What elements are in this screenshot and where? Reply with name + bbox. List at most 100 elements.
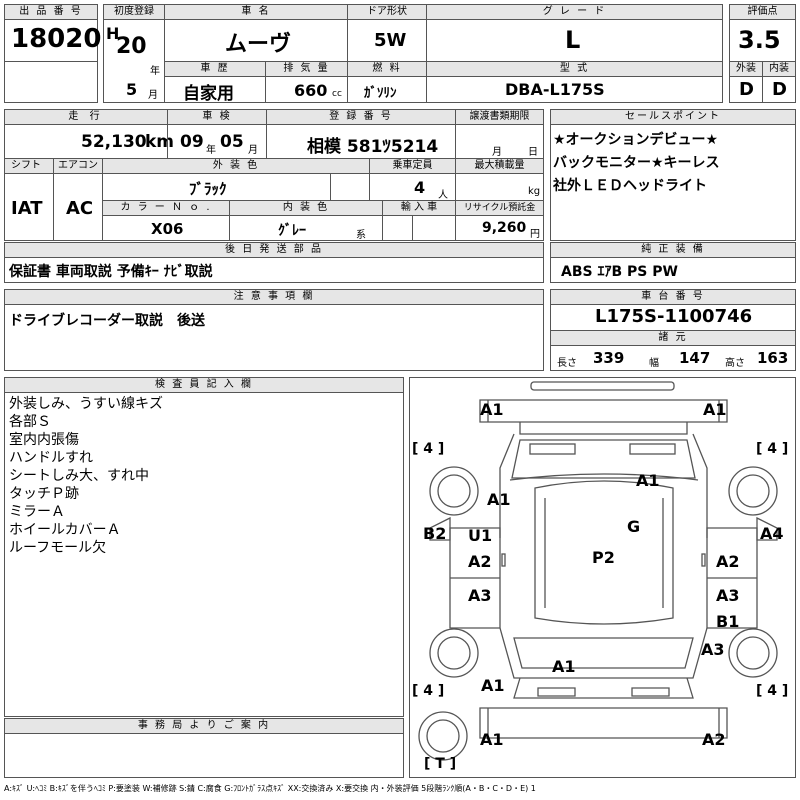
plate-label: 登 録 番 号 <box>266 109 456 125</box>
mark-sill-left: B2 <box>423 524 447 543</box>
maxload-unit: kg <box>528 186 541 197</box>
door-label: ドア形状 <box>347 4 427 20</box>
mileage-unit: km <box>145 132 175 152</box>
maxload-cell: kg <box>455 173 544 201</box>
equip-text: ABS ｴｱB PS PW <box>561 264 678 280</box>
spare-tire: [ T ] <box>424 756 457 772</box>
transfer-month-unit: 月 <box>492 147 502 158</box>
inspector-label: 検 査 員 記 入 欄 <box>4 377 404 393</box>
int-grade-cell: D <box>762 76 796 103</box>
ac-cell: AC <box>53 173 103 241</box>
header-block <box>4 4 796 103</box>
score-label: 評価点 <box>729 4 796 20</box>
fuel-cell: ｶﾞｿﾘﾝ <box>347 76 427 103</box>
remark-line-4: ハンドルすれ <box>9 450 93 466</box>
fuel-label: 燃 料 <box>347 61 427 77</box>
displacement-cell: 660 cc <box>265 76 348 103</box>
mark-front-left: A1 <box>480 400 504 419</box>
first-reg-label: 初度登録 <box>103 4 165 20</box>
color: ﾌﾞﾗｯｸ <box>189 180 227 198</box>
lot-no: 18020 <box>11 24 102 54</box>
lot-no-cell: 18020 <box>4 19 102 62</box>
recycle: 9,260 <box>482 220 527 236</box>
plate: 相模 581ﾂ5214 <box>307 137 439 157</box>
equip-cell: ABS ｴｱB PS PW <box>550 257 796 283</box>
year: 20 <box>116 34 147 59</box>
mark-fender-left: A1 <box>487 490 511 509</box>
model-label: 型 式 <box>426 61 723 77</box>
colorno: X06 <box>151 220 184 238</box>
door: 5W <box>374 30 407 51</box>
recycle-cell: 9,260 円 <box>455 215 544 241</box>
notes-label: 注 意 事 項 欄 <box>4 289 544 305</box>
first-reg-cell: H 20 年 5 月 <box>103 19 165 103</box>
remark-line-8: ホイールカバーＡ <box>9 522 121 538</box>
tire-rl: [ 4 ] <box>412 683 445 699</box>
recycle-label: リサイクル預託金 <box>455 200 544 216</box>
inspection-label: 車 検 <box>167 109 267 125</box>
remark-line-2: 各部Ｓ <box>9 414 51 430</box>
model: DBA-L175S <box>505 80 605 99</box>
capacity: 4 <box>414 178 426 197</box>
grade-label: グ レ ー ド <box>426 4 723 20</box>
mark-trunk: A1 <box>552 657 576 676</box>
import-cell-divider <box>412 215 456 241</box>
transfer-label: 譲渡書類期限 <box>455 109 544 125</box>
length-label: 長さ <box>557 358 577 369</box>
width-label: 幅 <box>649 358 659 369</box>
sales-line-1: ★オークションデビュー★ <box>553 132 719 148</box>
office-cell <box>4 733 404 778</box>
int-grade: D <box>772 79 787 100</box>
spec-label: 諸 元 <box>550 330 796 346</box>
import-label: 輸 入 車 <box>382 200 456 216</box>
mileage-label: 走 行 <box>4 109 168 125</box>
history-cell: 自家用 <box>164 76 266 104</box>
mark-door-rl: A2 <box>468 552 492 571</box>
mileage: 52,130 <box>81 132 147 152</box>
spec-cell: 長さ 339 幅 147 高さ 163 <box>550 345 796 371</box>
insp-month-unit: 月 <box>248 145 258 156</box>
chassis-label: 車 台 番 号 <box>550 289 796 305</box>
shift: IAT <box>11 198 43 219</box>
fuel: ｶﾞｿﾘﾝ <box>364 86 397 101</box>
recycle-unit: 円 <box>530 229 540 240</box>
remark-line-3: 室内内張傷 <box>9 432 79 448</box>
remark-line-6: タッチＰ跡 <box>9 486 79 502</box>
mark-roof: P2 <box>592 548 615 567</box>
model-cell: DBA-L175S <box>426 76 723 103</box>
colorno-cell: X06 <box>102 215 230 241</box>
color-label: 外 装 色 <box>102 158 370 174</box>
mileage-cell: 52,130 km <box>4 124 174 159</box>
sales-cell: ★オークションデビュー★ バックモニター★キーレス 社外ＬＥＤヘッドライト <box>550 124 796 241</box>
sales-label: セールスポイント <box>550 109 796 125</box>
mark-quarter-right: A3 <box>716 586 740 605</box>
tire-rr: [ 4 ] <box>756 683 789 699</box>
width: 147 <box>679 349 711 367</box>
later-text: 保証書 車両取説 予備ｷｰ ﾅﾋﾞ取説 <box>9 264 213 280</box>
mark-quarter-left: A3 <box>468 586 492 605</box>
mark-glass: G <box>627 517 641 536</box>
ac: AC <box>66 198 94 219</box>
shift-label: シフト <box>4 158 54 174</box>
score: 3.5 <box>738 26 781 54</box>
inspection-cell: 09 年 05 月 <box>167 124 267 159</box>
interior-cell: ｸﾞﾚｰ 系 <box>229 215 383 241</box>
mark-pillar-right: A4 <box>760 524 784 543</box>
chassis-cell: L175S-1100746 <box>550 304 796 331</box>
insp-year: 09 <box>180 132 204 152</box>
capacity-cell: 4 人 <box>369 173 456 201</box>
transfer-day-unit: 日 <box>528 147 538 158</box>
capacity-unit: 人 <box>438 190 448 201</box>
mark-bumper-right: A2 <box>702 730 726 749</box>
mark-rear-b1: B1 <box>716 612 740 631</box>
sales-line-2: バックモニター★キーレス <box>553 155 720 171</box>
month-unit: 月 <box>148 90 158 101</box>
capacity-label: 乗車定員 <box>369 158 456 174</box>
colorno-label: カ ラ ー Ｎ ｏ . <box>102 200 230 216</box>
month: 5 <box>126 80 138 99</box>
length: 339 <box>593 349 625 367</box>
car-diagram-frame: [ 4 ] [ 4 ] [ 4 ] [ 4 ] [ T ] A1 A1 A1 A… <box>409 377 796 778</box>
remark-line-7: ミラーＡ <box>9 504 65 520</box>
transfer-cell: 月 日 <box>455 124 544 159</box>
notes-cell: ドライブレコーダー取説 後送 <box>4 304 544 371</box>
